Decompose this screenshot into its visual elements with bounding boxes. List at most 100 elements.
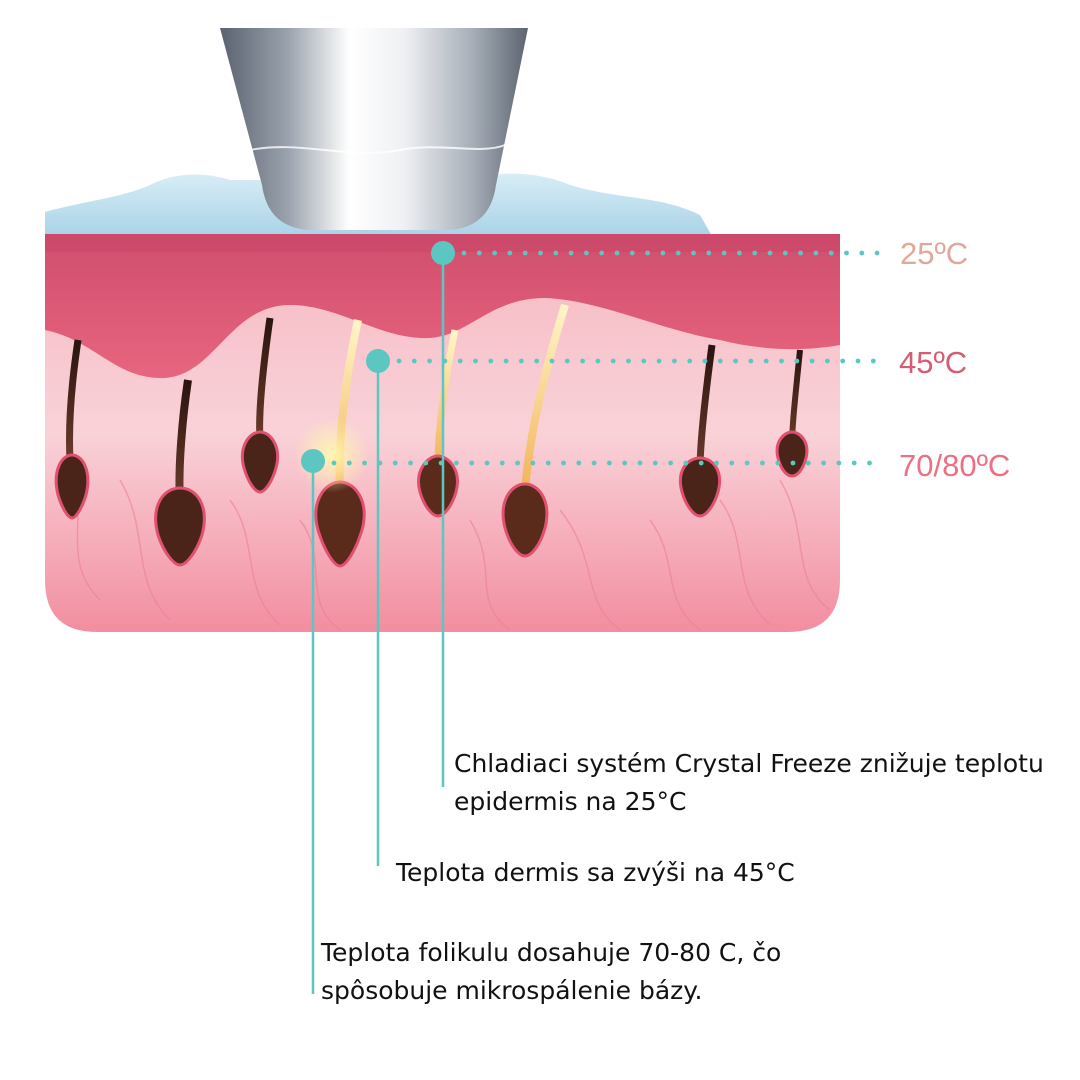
leader-dot (733, 358, 738, 364)
leader-dot (660, 250, 666, 256)
leader-dot (668, 460, 673, 466)
leader-dot (473, 358, 478, 364)
leader-dot (396, 358, 402, 364)
leader-dot (362, 460, 367, 466)
temperature-leaders (331, 250, 880, 466)
temp-label-dermis: 45ºC (899, 345, 968, 380)
temp-label-follicle: 70/80ºC (899, 448, 1011, 483)
leader-dot (503, 358, 509, 364)
leader-dot (698, 460, 704, 466)
callout-follicle-line-2: spôsobuje mikrospálenie bázy. (321, 976, 703, 1005)
leader-dot (813, 250, 819, 256)
leader-dot (859, 250, 865, 256)
leader-dot (538, 250, 543, 256)
leader-dot (836, 460, 842, 466)
leader-dermis (396, 358, 876, 364)
leader-dot (828, 250, 834, 256)
leader-dot (519, 358, 524, 364)
leader-dot (641, 358, 647, 364)
leader-follicle (331, 460, 872, 466)
callout-dermis-line-1: Teplota dermis sa zvýši na 45°C (396, 858, 795, 887)
leader-dot (867, 460, 872, 466)
leader-dot (748, 358, 754, 364)
leader-dot (614, 250, 620, 256)
leader-dot (691, 250, 696, 256)
leader-dot (706, 250, 712, 256)
leader-dot (469, 460, 475, 466)
leader-dot (855, 358, 861, 364)
leader-dot (561, 460, 566, 466)
leader-dot (687, 358, 693, 364)
leader-dot (672, 358, 677, 364)
leader-dot (599, 250, 605, 256)
leader-dot (629, 250, 635, 256)
leader-dot (717, 358, 723, 364)
leader-dot (454, 460, 459, 466)
callout-epidermis: Chladiaci systém Crystal Freeze znižuje … (454, 745, 1044, 821)
leader-dot (775, 460, 781, 466)
marker-follicle (301, 449, 325, 473)
callout-follicle-line-1: Teplota folikulu dosahuje 70-80 C, čo (321, 938, 782, 967)
leader-dot (798, 250, 803, 256)
leader-dot (484, 460, 490, 466)
leader-dot (851, 460, 857, 466)
leader-dot (522, 250, 528, 256)
leader-dot (576, 460, 582, 466)
callout-epidermis-line-1: Chladiaci systém Crystal Freeze znižuje … (454, 749, 1044, 778)
leader-dot (461, 250, 467, 256)
callout-dermis: Teplota dermis sa zvýši na 45°C (396, 854, 795, 892)
leader-dot (870, 358, 876, 364)
leader-dot (714, 460, 719, 466)
leader-dot (580, 358, 585, 364)
leader-dot (874, 250, 880, 256)
leader-dot (626, 358, 631, 364)
leader-dot (545, 460, 551, 466)
temp-label-epidermis: 25ºC (900, 236, 969, 271)
leader-dot (568, 250, 574, 256)
leader-dot (423, 460, 429, 466)
leader-dot (534, 358, 540, 364)
leader-dot (564, 358, 570, 364)
callout-epidermis-line-2: epidermis na 25°C (454, 787, 687, 816)
leader-dot (346, 460, 352, 466)
leader-dot (515, 460, 520, 466)
leader-dot (392, 460, 398, 466)
leader-dot (656, 358, 662, 364)
leader-dot (652, 460, 658, 466)
leader-dot (488, 358, 494, 364)
leader-dot (844, 250, 849, 256)
leader-epidermis (461, 250, 880, 256)
applicator-probe (220, 28, 528, 230)
leader-dot (763, 358, 769, 364)
leader-dot (476, 250, 482, 256)
leader-dot (794, 358, 800, 364)
leader-dot (427, 358, 432, 364)
hair-follicles (54, 317, 809, 567)
marker-dermis (366, 349, 390, 373)
leader-dot (737, 250, 742, 256)
callout-follicle: Teplota folikulu dosahuje 70-80 C, čo sp… (321, 934, 781, 1010)
leader-dot (729, 460, 735, 466)
leader-dot (499, 460, 505, 466)
leader-dot (702, 358, 708, 364)
callout-connectors (311, 253, 445, 994)
leader-dot (584, 250, 589, 256)
leader-dot (767, 250, 773, 256)
leader-dot (779, 358, 784, 364)
leader-dot (553, 250, 559, 256)
dermis-fibers (69, 469, 831, 631)
leader-dot (457, 358, 463, 364)
leader-dot (607, 460, 612, 466)
leader-dot (645, 250, 650, 256)
leader-dot (782, 250, 788, 256)
leader-dot (591, 460, 597, 466)
leader-dot (622, 460, 628, 466)
leader-dot (790, 460, 796, 466)
leader-dot (683, 460, 689, 466)
leader-dot (492, 250, 497, 256)
leader-dot (840, 358, 846, 364)
leader-dot (507, 250, 513, 256)
leader-dot (408, 460, 413, 466)
leader-dot (675, 250, 681, 256)
